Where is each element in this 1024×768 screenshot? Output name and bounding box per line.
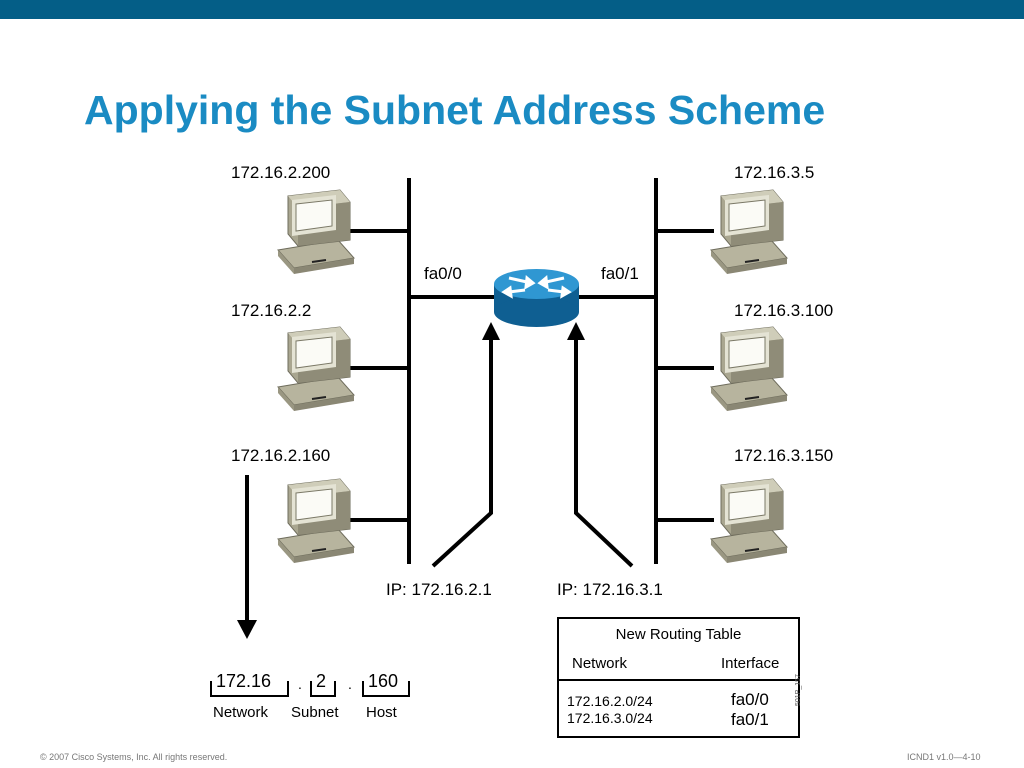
copyright-footer: © 2007 Cisco Systems, Inc. All rights re…: [40, 752, 228, 762]
host-breakdown-arrowhead: [237, 620, 257, 639]
routing-table-header-network: Network: [572, 655, 628, 672]
network-label: Network: [213, 704, 269, 721]
routing-table-header-interface: Interface: [721, 655, 780, 672]
pc-icon: [710, 326, 788, 411]
routing-table-row-interface: fa0/1: [731, 710, 769, 729]
right-ip-arrow: [574, 338, 634, 568]
left-ip-arrow: [431, 338, 493, 568]
right-host-ip-3: 172.16.3.150: [734, 446, 834, 465]
address-subnet-part: 2: [316, 671, 327, 691]
routing-table-row-interface: fa0/0: [731, 690, 769, 709]
left-host-ip-3: 172.16.2.160: [231, 446, 331, 465]
pc-icon: [277, 478, 355, 563]
left-host-ip-2: 172.16.2.2: [231, 301, 312, 320]
top-bar: [0, 0, 1024, 19]
address-host-part: 160: [368, 671, 399, 691]
routing-table-row-network: 172.16.2.0/24: [567, 693, 653, 709]
routing-table-title: New Routing Table: [615, 626, 742, 643]
left-ip-arrowhead: [482, 322, 500, 340]
router-interface-left: fa0/0: [424, 264, 462, 283]
subnet-label: Subnet: [291, 704, 339, 721]
address-separator: .: [298, 676, 302, 692]
router-interface-right: fa0/1: [601, 264, 639, 283]
slide-title: Applying the Subnet Address Scheme: [84, 87, 826, 133]
router-ip-left: IP: 172.16.2.1: [386, 580, 492, 599]
network-bracket: [210, 681, 289, 697]
address-separator: .: [348, 676, 352, 692]
router-ip-right: IP: 172.16.3.1: [557, 580, 663, 599]
figure-code: 501P_157: [795, 674, 802, 706]
pc-icon: [710, 478, 788, 563]
course-code-footer: ICND1 v1.0—4-10: [907, 752, 981, 762]
right-host-ip-2: 172.16.3.100: [734, 301, 834, 320]
right-host-ip-1: 172.16.3.5: [734, 163, 815, 182]
host-bracket: [362, 681, 410, 697]
subnet-bracket: [310, 681, 336, 697]
address-network-part: 172.16: [216, 671, 272, 691]
pc-icon: [710, 189, 788, 274]
routing-table-row-network: 172.16.3.0/24: [567, 710, 653, 726]
pc-icon: [277, 189, 355, 274]
right-ip-arrowhead: [567, 322, 585, 340]
left-host-ip-1: 172.16.2.200: [231, 163, 331, 182]
routing-table: New Routing Table Network Interface 172.…: [557, 617, 800, 738]
pc-icon: [277, 326, 355, 411]
routing-table-divider: [559, 679, 798, 681]
host-label: Host: [366, 704, 397, 721]
router-icon: [494, 269, 579, 327]
